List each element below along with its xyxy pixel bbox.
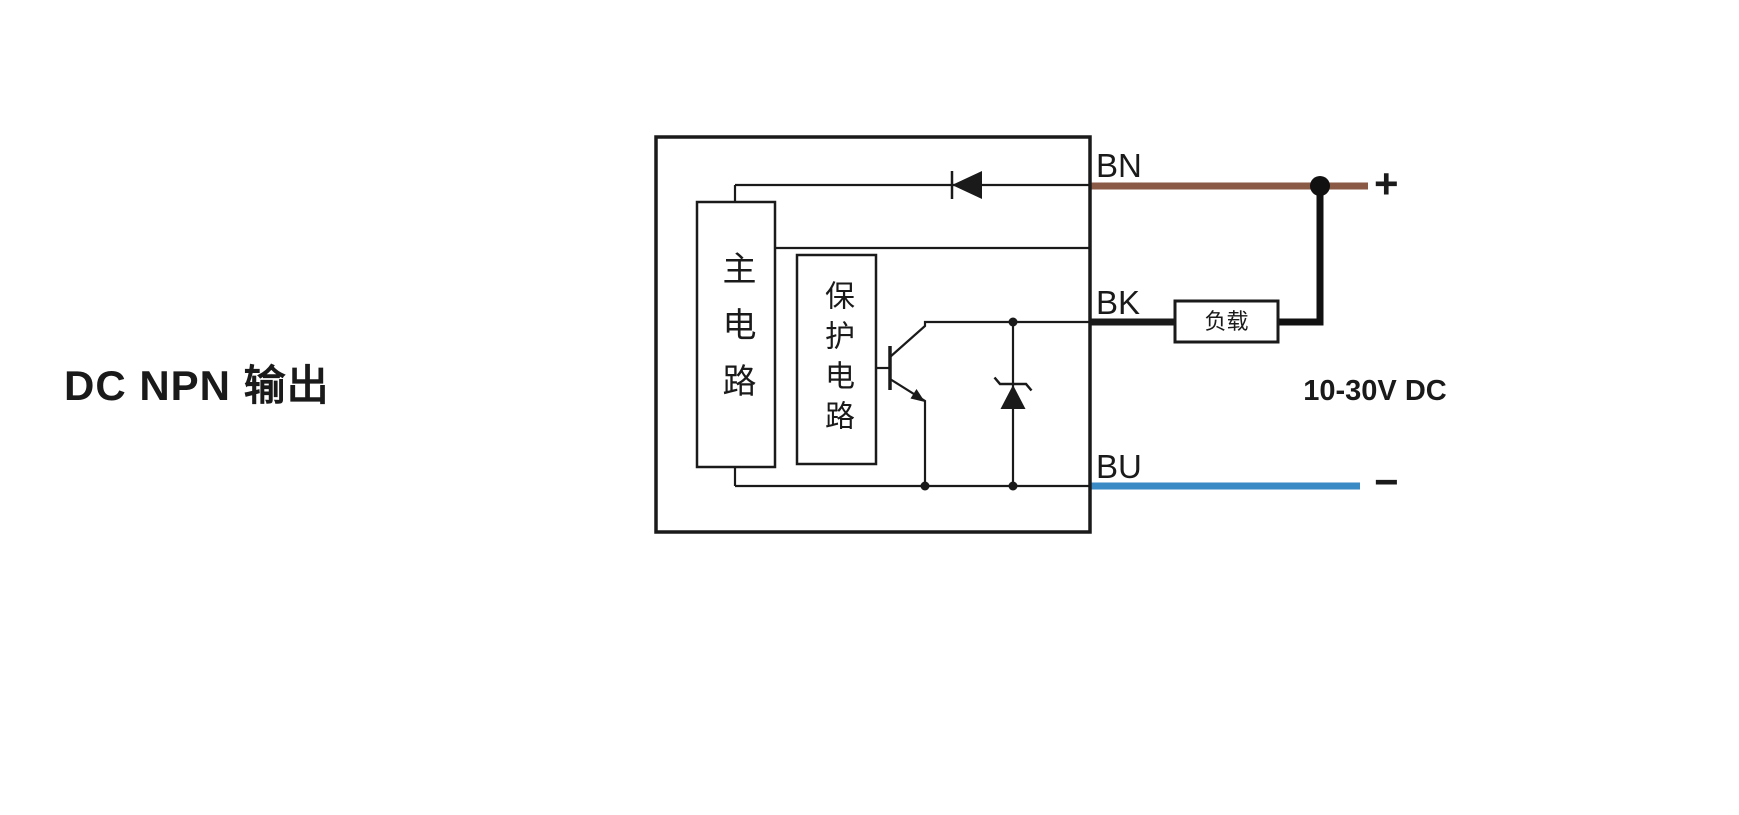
npn-transistor-icon — [888, 346, 925, 402]
transistor-emitter-arrow — [910, 389, 925, 402]
emitter-ground-line — [889, 378, 927, 486]
diode-triangle — [952, 171, 982, 199]
junction-dot-emitter-ground — [920, 481, 930, 491]
load-to-positive-rail-wire — [1278, 186, 1324, 326]
positive-rail-junction-dot — [1310, 176, 1330, 196]
protection-circuit-box — [795, 253, 878, 466]
main-circuit-label: 主电路 — [717, 250, 755, 419]
diagram-title: DC NPN 输出 — [64, 362, 330, 409]
zener-cathode-bar — [993, 376, 1033, 392]
bu-wire-label: BU — [1096, 448, 1142, 485]
junction-dot-zener-top — [1008, 317, 1018, 327]
bk-wire-label: BK — [1096, 284, 1141, 321]
external-wiring — [1090, 176, 1368, 490]
bn-wire-label: BN — [1096, 147, 1142, 184]
positive-terminal-label: + — [1374, 160, 1399, 207]
load-box — [1173, 299, 1280, 344]
load-label: 负载 — [1204, 309, 1249, 334]
reverse-polarity-diode-icon — [950, 171, 982, 199]
protection-circuit-label: 保护电路 — [820, 279, 853, 440]
negative-terminal-label: − — [1374, 458, 1399, 505]
supply-voltage-label: 10-30V DC — [1303, 375, 1447, 407]
zener-triangle — [1000, 385, 1026, 409]
sensor-circuit-box — [654, 135, 1092, 534]
collector-output-line — [889, 320, 1090, 358]
zener-diode-icon — [993, 376, 1033, 409]
internal-wiring — [733, 183, 1090, 488]
junction-dot-zener-ground — [1008, 481, 1018, 491]
